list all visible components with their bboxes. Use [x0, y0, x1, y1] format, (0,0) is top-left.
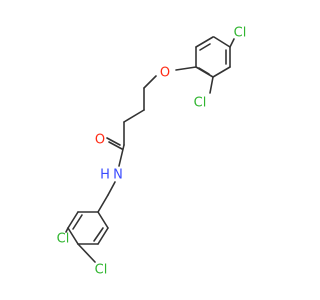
bond [195, 36, 214, 48]
atom-label-cl: Cl [57, 232, 70, 247]
atom-label-cl: Cl [95, 263, 108, 278]
bond-double [108, 141, 123, 150]
atom-label-o: O [95, 133, 105, 148]
atom-labels: Cl Cl O O N H Cl Cl [57, 26, 247, 278]
bond [143, 75, 157, 89]
bond [118, 144, 125, 167]
atom-label-cl: Cl [194, 96, 207, 111]
bond [97, 194, 109, 213]
bond [175, 66, 197, 71]
bond-double [93, 227, 104, 242]
bonds [65, 36, 235, 263]
bond [77, 243, 96, 263]
bond [97, 227, 109, 245]
bond [123, 109, 145, 123]
bond-double [199, 43, 211, 51]
bond [67, 211, 79, 229]
bond [107, 181, 116, 196]
bond [213, 36, 231, 48]
bond [212, 66, 231, 78]
bond [209, 76, 214, 94]
bond [65, 227, 69, 233]
bond-double [198, 67, 210, 75]
bond-double [72, 214, 83, 230]
bond [229, 38, 235, 48]
atom-label-n: N [113, 168, 123, 183]
atom-label-h: H [100, 168, 110, 183]
atom-label-cl: Cl [234, 26, 247, 41]
bond [67, 227, 79, 245]
atom-label-o: O [160, 66, 170, 81]
bond [97, 211, 109, 229]
molecule-structure: Cl Cl O O N H Cl Cl [57, 26, 247, 278]
bond [106, 137, 121, 146]
